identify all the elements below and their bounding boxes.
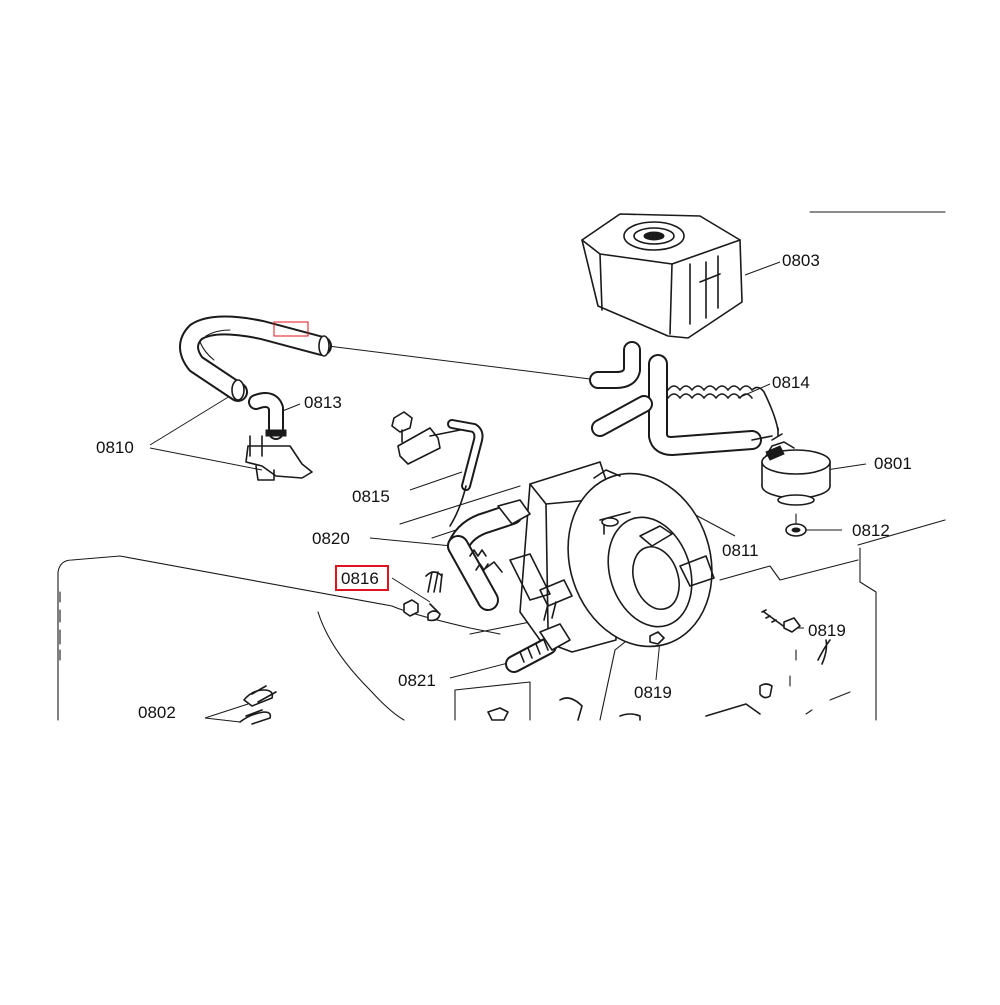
label-0803: 0803 [782, 251, 820, 270]
leader-0802-b [204, 717, 241, 723]
part-0813-elbow [248, 392, 287, 440]
leader-0802-a [204, 703, 249, 719]
label-0820: 0820 [312, 529, 350, 548]
part-0810-hose [179, 315, 332, 481]
label-0821: 0821 [398, 671, 436, 690]
part-0816-sensor [403, 571, 443, 622]
label-0816: 0816 [341, 569, 379, 588]
leader-0810-b [149, 447, 263, 471]
part-0812-washer [785, 513, 807, 537]
label-0813: 0813 [304, 393, 342, 412]
leader-0821 [449, 661, 513, 679]
leader-0820 [369, 537, 453, 547]
leader-0815 [409, 471, 463, 491]
label-0811: 0811 [722, 541, 759, 560]
part-0819-screws [649, 609, 801, 645]
part-labels: 0803 0814 0801 0812 0813 0810 0815 0820 … [96, 251, 912, 722]
leader-0819b [655, 639, 661, 681]
part-0811-blower [519, 461, 715, 653]
part-0815-electrode [391, 411, 484, 527]
highlight-box-0816 [335, 565, 389, 591]
part-0802-clips [239, 685, 277, 725]
leader-0816 [391, 577, 431, 603]
label-0819-right: 0819 [808, 621, 846, 640]
label-0812: 0812 [852, 521, 890, 540]
part-0801-pressure-switch [761, 427, 831, 506]
label-0802: 0802 [138, 703, 176, 722]
label-0810: 0810 [96, 438, 134, 457]
chassis-outline [57, 211, 946, 721]
part-0821-hose [505, 579, 573, 673]
part-0803-reservoir [581, 213, 743, 339]
label-0801: 0801 [874, 454, 912, 473]
faint-highlight-box [273, 321, 309, 337]
leader-0810-a [149, 395, 231, 446]
part-0820-flue [447, 499, 551, 611]
label-0815: 0815 [352, 487, 390, 506]
label-0819-lower: 0819 [634, 683, 672, 702]
leader-hose-to-elbow [319, 344, 599, 381]
part-0814-hose [589, 341, 779, 456]
leader-0803 [744, 261, 781, 276]
label-0814: 0814 [772, 373, 810, 392]
leader-0801 [825, 463, 867, 471]
